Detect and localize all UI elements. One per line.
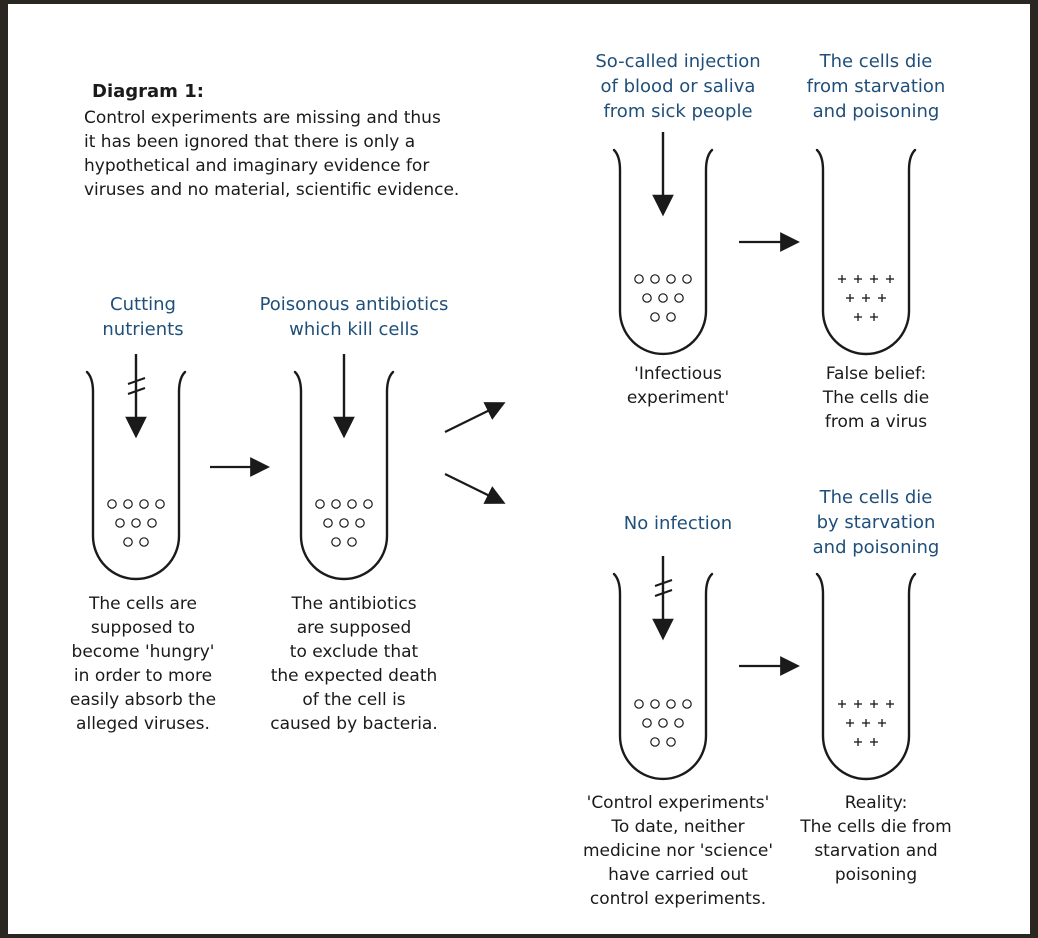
live-cell <box>347 537 357 547</box>
label-control-result: The cells die by starvation and poisonin… <box>812 487 940 558</box>
caption-false-belief: False belief: The cells die from a virus <box>822 364 930 432</box>
live-cell <box>155 499 165 509</box>
live-cell <box>347 499 357 509</box>
live-cell <box>123 499 133 509</box>
live-cell <box>107 499 117 509</box>
label-infection-result: The cells die from starvation and poison… <box>806 51 946 122</box>
live-cell <box>634 699 644 709</box>
caption-reality: Reality: The cells die from starvation a… <box>800 793 952 885</box>
tubes-layer <box>85 132 917 781</box>
label-poisonous-antibiotics: Poisonous antibiotics which kill cells <box>259 294 449 340</box>
live-cell <box>682 699 692 709</box>
block-mark <box>654 589 673 597</box>
label-injection: So-called injection of blood or saliva f… <box>595 51 761 122</box>
tube-cutting <box>85 354 187 581</box>
arrow-branch-down <box>444 473 506 504</box>
live-cell <box>650 274 660 284</box>
caption-infectious-experiment: 'Infectious experiment' <box>626 364 730 408</box>
caption-control-experiments: 'Control experiments' To date, neither m… <box>582 793 774 909</box>
live-cell <box>650 737 660 747</box>
block-mark <box>654 579 673 587</box>
diagram-heading: Diagram 1: <box>92 81 204 102</box>
live-cell <box>339 518 349 528</box>
live-cell <box>666 737 676 747</box>
live-cell <box>634 274 644 284</box>
diagram-drawing <box>85 132 917 781</box>
live-cell <box>323 518 333 528</box>
tube-outline <box>293 370 395 581</box>
live-cell <box>355 518 365 528</box>
live-cell <box>139 537 149 547</box>
caption-antibiotics: The antibiotics are supposed to exclude … <box>270 594 438 734</box>
tube-outline <box>815 148 917 356</box>
live-cell <box>642 718 652 728</box>
intro-text: Control experiments are missing and thus… <box>84 108 460 200</box>
live-cell <box>331 499 341 509</box>
live-cell <box>658 293 668 303</box>
tube-antibiotics <box>293 354 395 581</box>
live-cell <box>666 312 676 322</box>
live-cell <box>139 499 149 509</box>
live-cell <box>666 699 676 709</box>
live-cell <box>147 518 157 528</box>
live-cell <box>650 312 660 322</box>
live-cell <box>674 293 684 303</box>
live-cell <box>658 718 668 728</box>
block-mark <box>127 377 146 385</box>
tube-outline <box>612 148 714 356</box>
live-cell <box>674 718 684 728</box>
arrows-layer <box>210 232 800 676</box>
live-cell <box>123 537 133 547</box>
label-no-infection: No infection <box>623 513 733 534</box>
tube-outline <box>85 370 187 581</box>
live-cell <box>131 518 141 528</box>
label-cutting-nutrients: Cutting nutrients <box>102 294 184 340</box>
block-mark <box>127 387 146 395</box>
tube-control <box>612 556 714 781</box>
live-cell <box>642 293 652 303</box>
tube-control-result <box>815 572 917 781</box>
live-cell <box>331 537 341 547</box>
live-cell <box>650 699 660 709</box>
live-cell <box>682 274 692 284</box>
tube-infection-result <box>815 148 917 356</box>
tube-outline <box>815 572 917 781</box>
live-cell <box>115 518 125 528</box>
live-cell <box>666 274 676 284</box>
tube-outline <box>612 572 714 781</box>
arrow-branch-up <box>444 402 506 433</box>
caption-cutting-nutrients: The cells are supposed to become 'hungry… <box>69 594 217 734</box>
live-cell <box>315 499 325 509</box>
tube-infection <box>612 132 714 356</box>
diagram-page: Diagram 1: Control experiments are missi… <box>8 4 1030 934</box>
live-cell <box>363 499 373 509</box>
